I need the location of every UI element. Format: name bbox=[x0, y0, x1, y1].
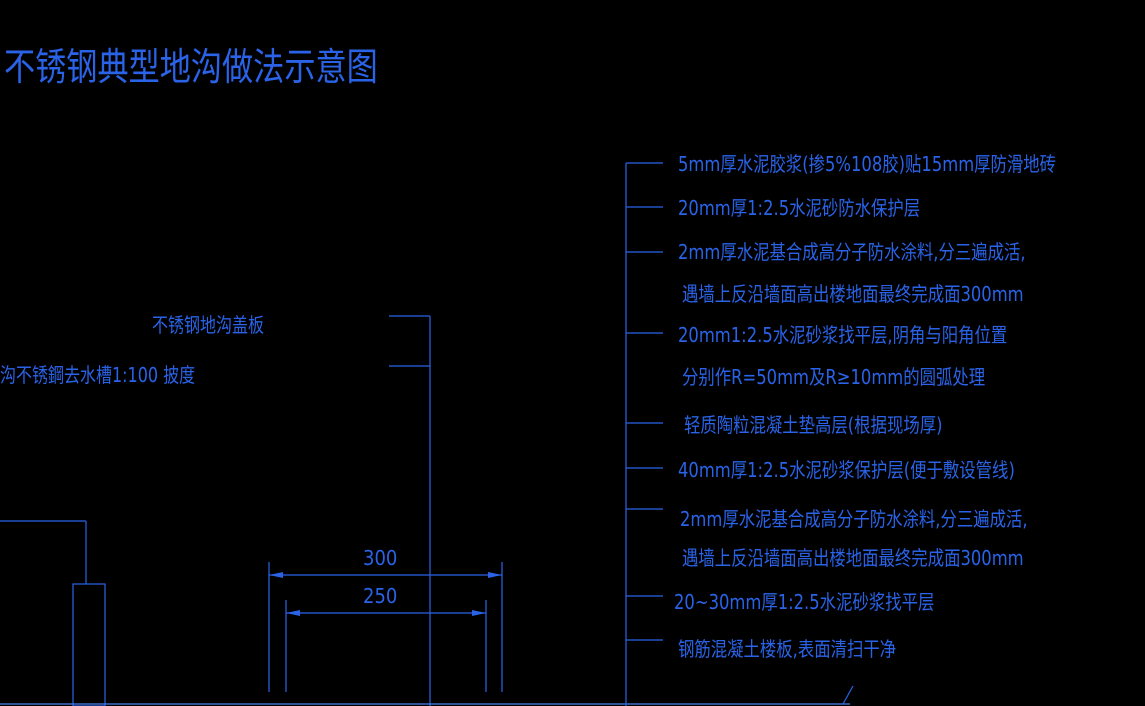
layer-text-7: 轻质陶粒混凝土垫高层(根据现场厚) bbox=[684, 415, 942, 438]
layer-text-4: 遇墙上反沿墙面高出楼地面最终完成面300mm bbox=[682, 284, 1024, 307]
layer-text-10: 遇墙上反沿墙面高出楼地面最终完成面300mm bbox=[682, 548, 1024, 571]
cover-plate-leader bbox=[389, 315, 431, 706]
dimension-outer-value: 300 bbox=[363, 547, 397, 570]
layer-text-5: 20mm1:2.5水泥砂浆找平层,阴角与阳角位置 bbox=[678, 325, 1007, 348]
layer-text-9: 2mm厚水泥基合成高分子防水涂料,分三遍成活, bbox=[680, 509, 1028, 532]
layer-text-8: 40mm厚1:2.5水泥砂浆保护层(便于敷设管线) bbox=[678, 460, 1015, 483]
trough-slope-label: 沟不锈鋼去水槽1:100 披度 bbox=[0, 364, 195, 387]
drawing-title: 不锈钢典型地沟做法示意图 bbox=[4, 46, 378, 90]
layer-text-11: 20~30mm厚1:2.5水泥砂浆找平层 bbox=[674, 592, 934, 615]
layer-text-12: 钢筋混凝土楼板,表面清扫干净 bbox=[678, 639, 896, 662]
layer-text-6: 分别作R=50mm及R≥10mm的圆弧处理 bbox=[682, 367, 985, 390]
layer-text-1: 5mm厚水泥胶浆(掺5%108胶)贴15mm厚防滑地砖 bbox=[678, 154, 1056, 177]
layer-text-3: 2mm厚水泥基合成高分子防水涂料,分三遍成活, bbox=[678, 242, 1026, 265]
drain-post bbox=[0, 520, 106, 706]
dimension-outer bbox=[268, 562, 503, 692]
cover-plate-label: 不锈钢地沟盖板 bbox=[152, 314, 264, 337]
dimension-inner-value: 250 bbox=[363, 585, 397, 608]
dimension-inner bbox=[285, 600, 487, 692]
layer-text-2: 20mm厚1:2.5水泥砂防水保护层 bbox=[678, 198, 920, 221]
break-mark bbox=[842, 685, 854, 705]
layer-leader-group bbox=[625, 162, 663, 706]
